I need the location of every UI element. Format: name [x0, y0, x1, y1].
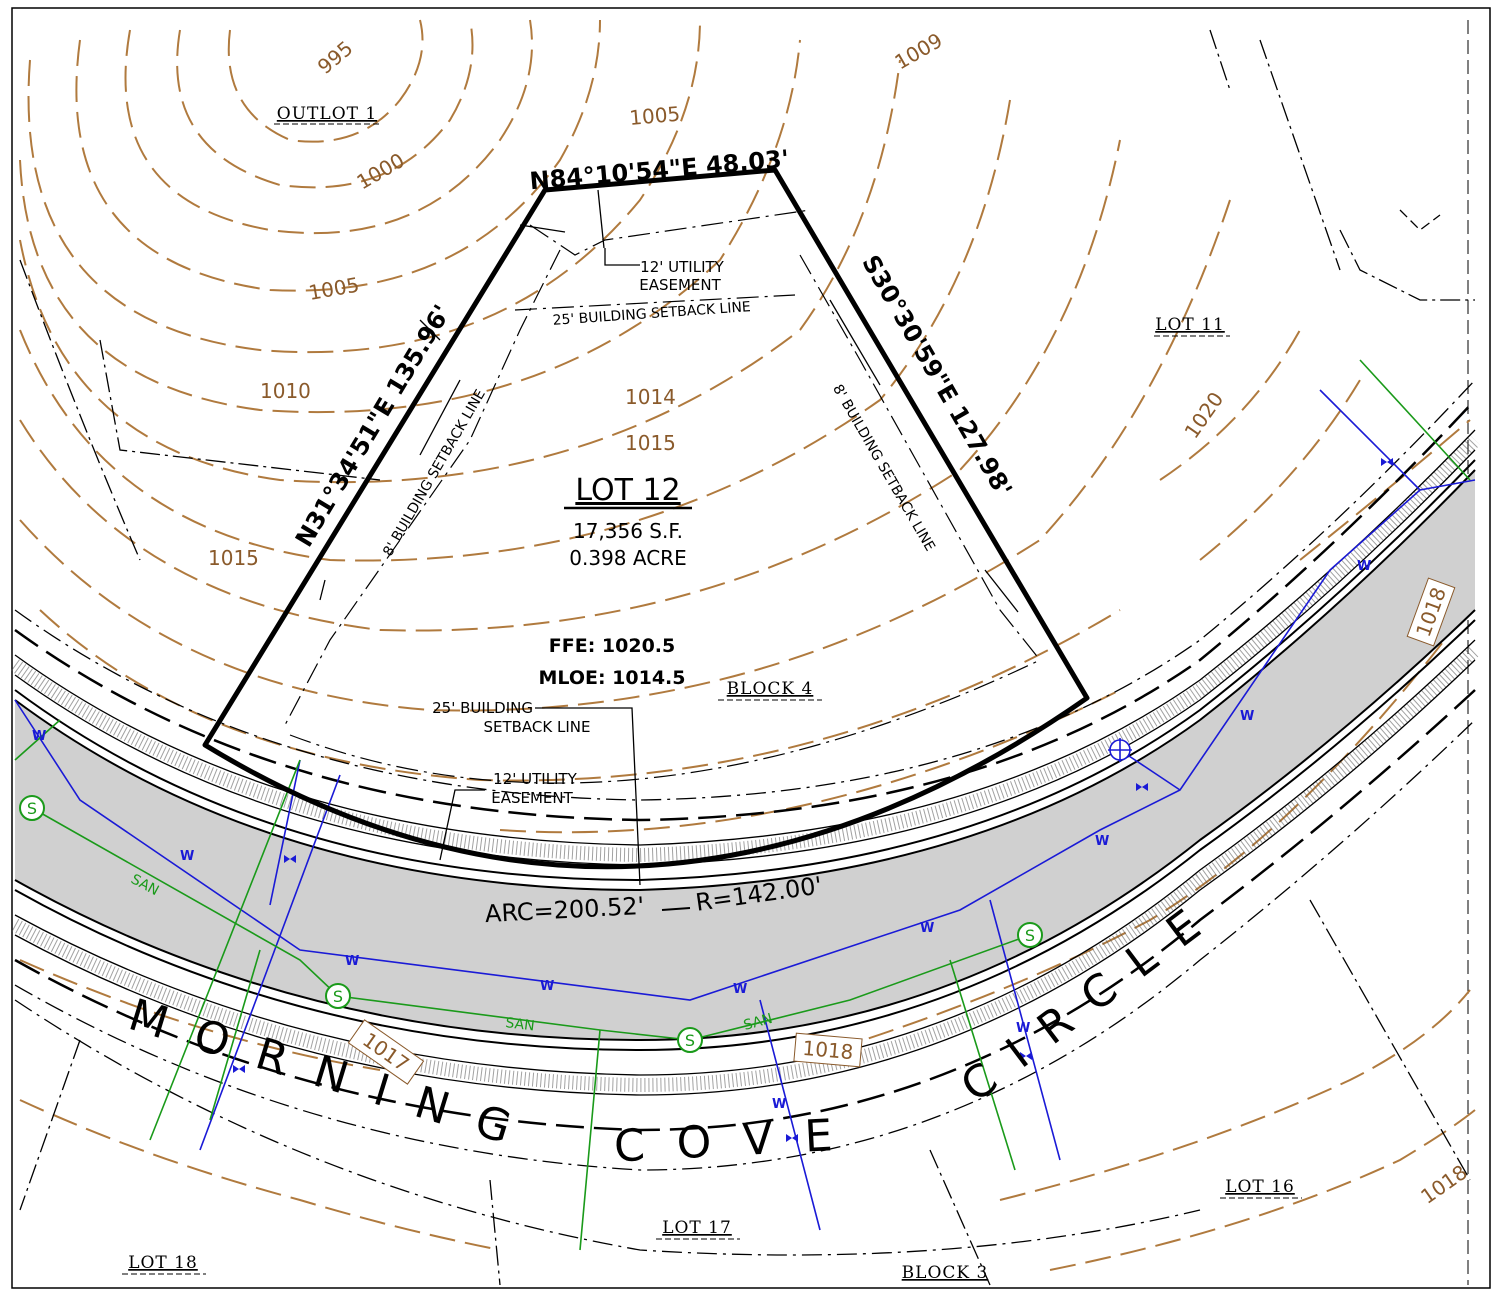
water-label: W: [345, 954, 359, 969]
manhole-label: S: [685, 1031, 695, 1050]
lot-18-label: LOT 18: [128, 1253, 198, 1273]
contour-label-1014: 1014: [625, 385, 676, 409]
lot-area-sf: 17,356 S.F.: [573, 519, 683, 543]
sanitary-manholes: S S S S: [19, 795, 1043, 1053]
utility-easement-front-line1: 12' UTILITY: [493, 770, 577, 788]
contour-label-1015-center: 1015: [625, 431, 676, 455]
manhole-label: S: [333, 987, 343, 1006]
lot-lines: [19, 29, 1475, 1286]
contour-label-1010: 1010: [260, 379, 311, 403]
arc-radius-dash: [661, 907, 691, 911]
utility-easement-front-line2: EASEMENT: [491, 789, 573, 807]
sanitary-label: SAN: [505, 1015, 536, 1034]
water-labels: W W W W W W W W W W W: [32, 559, 1371, 1112]
block-4-label: BLOCK 4: [727, 679, 814, 699]
water-label: W: [1095, 834, 1109, 849]
sanitary-label: SAN: [742, 1011, 774, 1034]
water-label: W: [772, 1097, 786, 1112]
water-main: [14, 389, 1476, 1231]
lot-17-label: LOT 17: [662, 1218, 732, 1238]
lot-area-acre: 0.398 ACRE: [569, 546, 686, 570]
road-pavement: [15, 470, 1475, 1040]
contour-labels: 995 1000 1005 1005 1009 1010 1014 1015 1…: [208, 28, 1228, 570]
water-label: W: [180, 849, 194, 864]
lowest-opening-elevation: MLOE: 1014.5: [539, 667, 686, 689]
lot-12-boundary: [202, 167, 1090, 870]
utility-easement-top-line1: 12' UTILITY: [640, 258, 724, 276]
contour-label-1018-road: 1018: [802, 1036, 855, 1064]
drawing-frame: [11, 7, 1491, 1289]
contour-lines: [19, 19, 1476, 1271]
sanitary-sewer: [14, 359, 1471, 1251]
water-label: W: [1240, 709, 1254, 724]
lot-11-label: LOT 11: [1155, 315, 1225, 335]
water-label: W: [540, 979, 554, 994]
outlot-1-label: OUTLOT 1: [277, 104, 377, 124]
manhole-label: S: [27, 799, 37, 818]
setback-front-line2: SETBACK LINE: [483, 718, 590, 736]
water-label: W: [920, 921, 934, 936]
water-label: W: [1357, 559, 1371, 574]
setback-front-line1: 25' BUILDING: [432, 699, 533, 717]
contour-label-1015-left: 1015: [208, 546, 259, 570]
water-label: W: [1016, 1021, 1030, 1036]
water-valves: [233, 458, 1393, 1142]
contour-label-1005-top: 1005: [628, 102, 681, 130]
lot-name: LOT 12: [575, 473, 680, 508]
callout-leaders: [319, 189, 1019, 886]
water-label: W: [32, 729, 46, 744]
finished-floor-elevation: FFE: 1020.5: [549, 635, 675, 657]
lot-16-label: LOT 16: [1225, 1177, 1295, 1197]
manhole-label: S: [1025, 926, 1035, 945]
utility-easement-top-line2: EASEMENT: [639, 276, 721, 294]
block-3-label: BLOCK 3: [902, 1263, 989, 1283]
setback-lines: [284, 209, 1041, 784]
water-label: W: [733, 982, 747, 997]
